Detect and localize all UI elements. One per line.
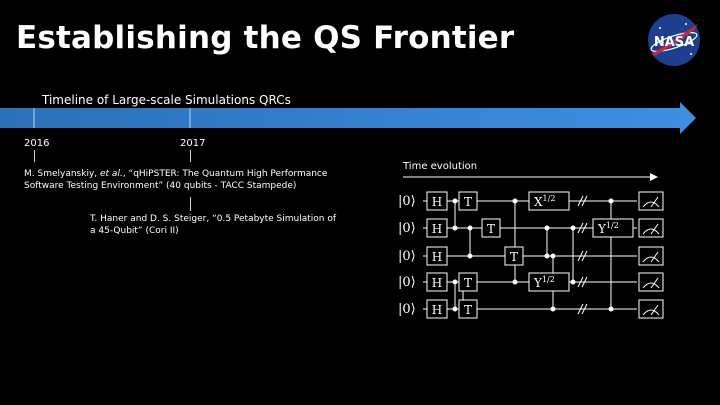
year-2016: 2016	[24, 138, 50, 149]
tick-2017	[190, 150, 191, 162]
h-gate-q3	[426, 272, 448, 292]
ket-q1: |0⟩	[398, 221, 416, 236]
reference-2016: M. Smelyanskiy, et al., “qHiPSTER: The Q…	[24, 168, 384, 192]
reference-2017: T. Haner and D. S. Steiger, “0.5 Petabyt…	[90, 213, 390, 237]
y-sqrt-label-q3: Y1/2	[533, 275, 555, 290]
ket-q2: |0⟩	[398, 249, 416, 264]
timeline-title: Timeline of Large-scale Simulations QRCs	[42, 93, 291, 107]
t-gate-q0	[458, 191, 478, 211]
ket-q4: |0⟩	[398, 302, 416, 317]
reference-2016-line2: Software Testing Environment” (40 qubits…	[24, 181, 297, 191]
h-label-q2: H	[432, 250, 442, 264]
reference-2017-line1: T. Haner and D. S. Steiger, “0.5 Petabyt…	[90, 214, 337, 224]
wire-break-marks	[577, 195, 588, 315]
controlled-z-lines	[454, 201, 612, 309]
t-gate-q3	[458, 272, 478, 292]
reference-2016-line1: M. Smelyanskiy, et al., “qHiPSTER: The Q…	[24, 169, 328, 179]
timeline-arrow	[0, 102, 696, 134]
t-label-q1: T	[487, 222, 495, 236]
connector-2017	[190, 197, 191, 211]
nasa-logo: NASA	[648, 14, 700, 66]
y-sqrt-gate-q1	[592, 218, 634, 238]
ket-q0: |0⟩	[398, 194, 416, 209]
y-sqrt-label-q1: Y1/2	[597, 221, 619, 236]
slide-title: Establishing the QS Frontier	[16, 20, 515, 56]
t-label-q2: T	[510, 250, 518, 264]
t-gate-q1	[481, 218, 501, 238]
h-gate-q2	[426, 246, 448, 266]
quantum-circuit-diagram: |0⟩ |0⟩ |0⟩ |0⟩ |0⟩	[398, 173, 664, 319]
reference-2017-line2: a 45-Qubit” (Cori II)	[90, 226, 179, 236]
t-label-q0: T	[464, 195, 472, 209]
t-gate-q2	[504, 246, 524, 266]
year-2017: 2017	[180, 138, 206, 149]
x-sqrt-label: X1/2	[534, 194, 555, 209]
ket-q3: |0⟩	[398, 275, 416, 290]
tick-2016	[34, 150, 35, 162]
h-label-q1: H	[432, 222, 442, 236]
t-label-q4: T	[464, 303, 472, 317]
t-gate-q4	[458, 299, 478, 319]
t-label-q3: T	[464, 276, 472, 290]
h-gate-q1	[426, 218, 448, 238]
h-gate-q4	[426, 299, 448, 319]
h-label-q3: H	[432, 276, 442, 290]
control-dots	[452, 198, 614, 312]
nasa-logo-text: NASA	[654, 35, 694, 50]
h-label-q4: H	[432, 303, 442, 317]
x-sqrt-gate-q0	[528, 191, 570, 211]
time-evolution-label: Time evolution	[403, 161, 478, 172]
h-label-q0: H	[432, 195, 442, 209]
h-gate-q0	[426, 191, 448, 211]
measurement-gates	[638, 191, 664, 319]
y-sqrt-gate-q3	[528, 272, 570, 292]
